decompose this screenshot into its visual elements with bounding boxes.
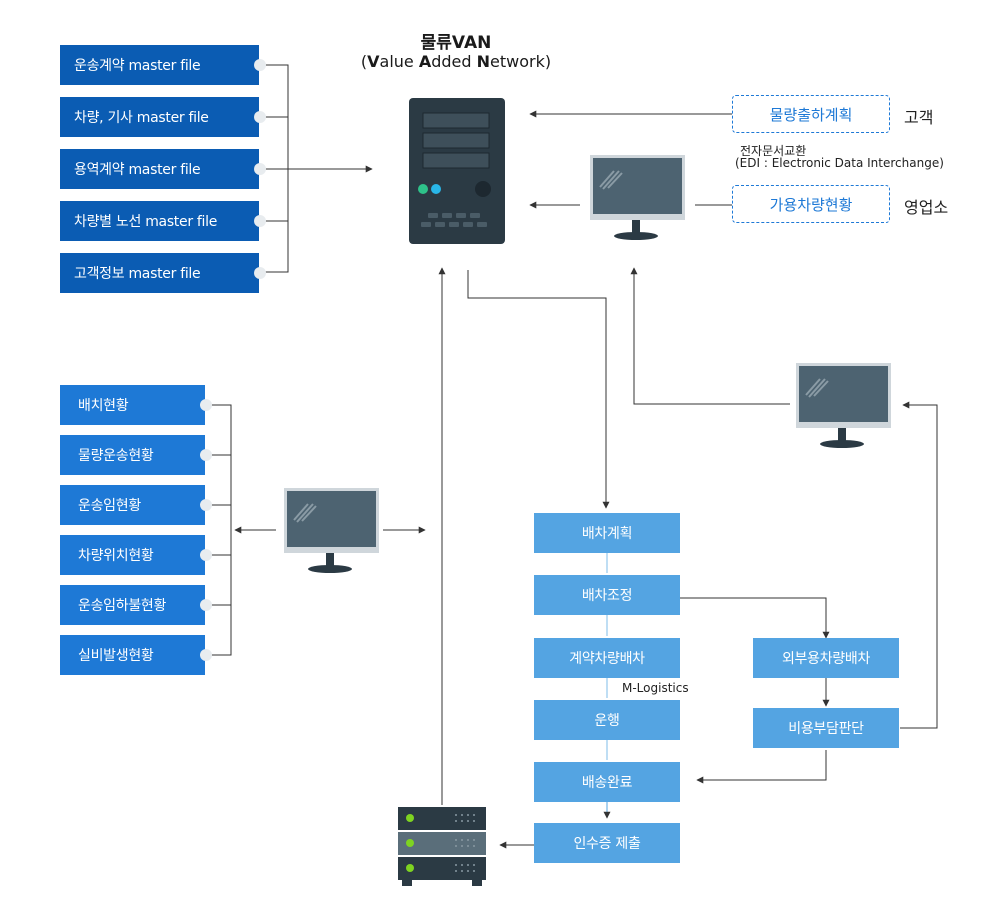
operation-box: 운행 bbox=[534, 700, 680, 740]
connector-dot bbox=[200, 449, 212, 461]
status-expense: 실비발생현황 bbox=[60, 635, 205, 675]
edi-full-label: (EDI : Electronic Data Interchange) bbox=[735, 156, 944, 170]
status-volume: 물량운송현황 bbox=[60, 435, 205, 475]
branch-monitor-icon bbox=[590, 155, 685, 240]
contract-dispatch-box: 계약차량배차 bbox=[534, 638, 680, 678]
master-file-customer: 고객정보 master file bbox=[60, 253, 259, 293]
connector-dot bbox=[254, 59, 266, 71]
branch-label: 영업소 bbox=[904, 198, 949, 217]
master-file-contract: 운송계약 master file bbox=[60, 45, 259, 85]
delivery-done-box: 배송완료 bbox=[534, 762, 680, 802]
diagram-subtitle: (Value Added Network) bbox=[360, 52, 552, 71]
diagram-title: 물류VAN bbox=[420, 33, 492, 53]
available-vehicles-box: 가용차량현황 bbox=[732, 185, 890, 223]
connector-dot bbox=[254, 163, 266, 175]
status-vehicle-location: 차량위치현황 bbox=[60, 535, 205, 575]
mlogistics-label: M-Logistics bbox=[622, 681, 689, 695]
connector-dot bbox=[254, 267, 266, 279]
van-server-icon bbox=[409, 98, 505, 244]
connector-dot bbox=[200, 499, 212, 511]
connector-dot bbox=[200, 599, 212, 611]
status-fare-payment: 운송임하불현황 bbox=[60, 585, 205, 625]
rack-server-icon bbox=[398, 807, 486, 886]
master-file-route: 차량별 노선 master file bbox=[60, 201, 259, 241]
status-dispatch: 배치현황 bbox=[60, 385, 205, 425]
status-fare: 운송임현황 bbox=[60, 485, 205, 525]
dispatch-adjust-box: 배차조정 bbox=[534, 575, 680, 615]
receipt-submit-box: 인수증 제출 bbox=[534, 823, 680, 863]
customer-label: 고객 bbox=[904, 108, 934, 127]
edi-label: 전자문서교환 bbox=[740, 144, 807, 158]
left-monitor-icon bbox=[284, 488, 379, 573]
connector-dot bbox=[254, 215, 266, 227]
connector-dot bbox=[200, 649, 212, 661]
connector-dot bbox=[200, 549, 212, 561]
connector-dot bbox=[254, 111, 266, 123]
master-file-vehicle-driver: 차량, 기사 master file bbox=[60, 97, 259, 137]
dispatch-plan-box: 배차계획 bbox=[534, 513, 680, 553]
master-file-service-contract: 용역계약 master file bbox=[60, 149, 259, 189]
right-monitor-icon bbox=[796, 363, 891, 448]
cost-decision-box: 비용부담판단 bbox=[753, 708, 899, 748]
shipment-plan-box: 물량출하계획 bbox=[732, 95, 890, 133]
connector-dot bbox=[200, 399, 212, 411]
external-dispatch-box: 외부용차량배차 bbox=[753, 638, 899, 678]
